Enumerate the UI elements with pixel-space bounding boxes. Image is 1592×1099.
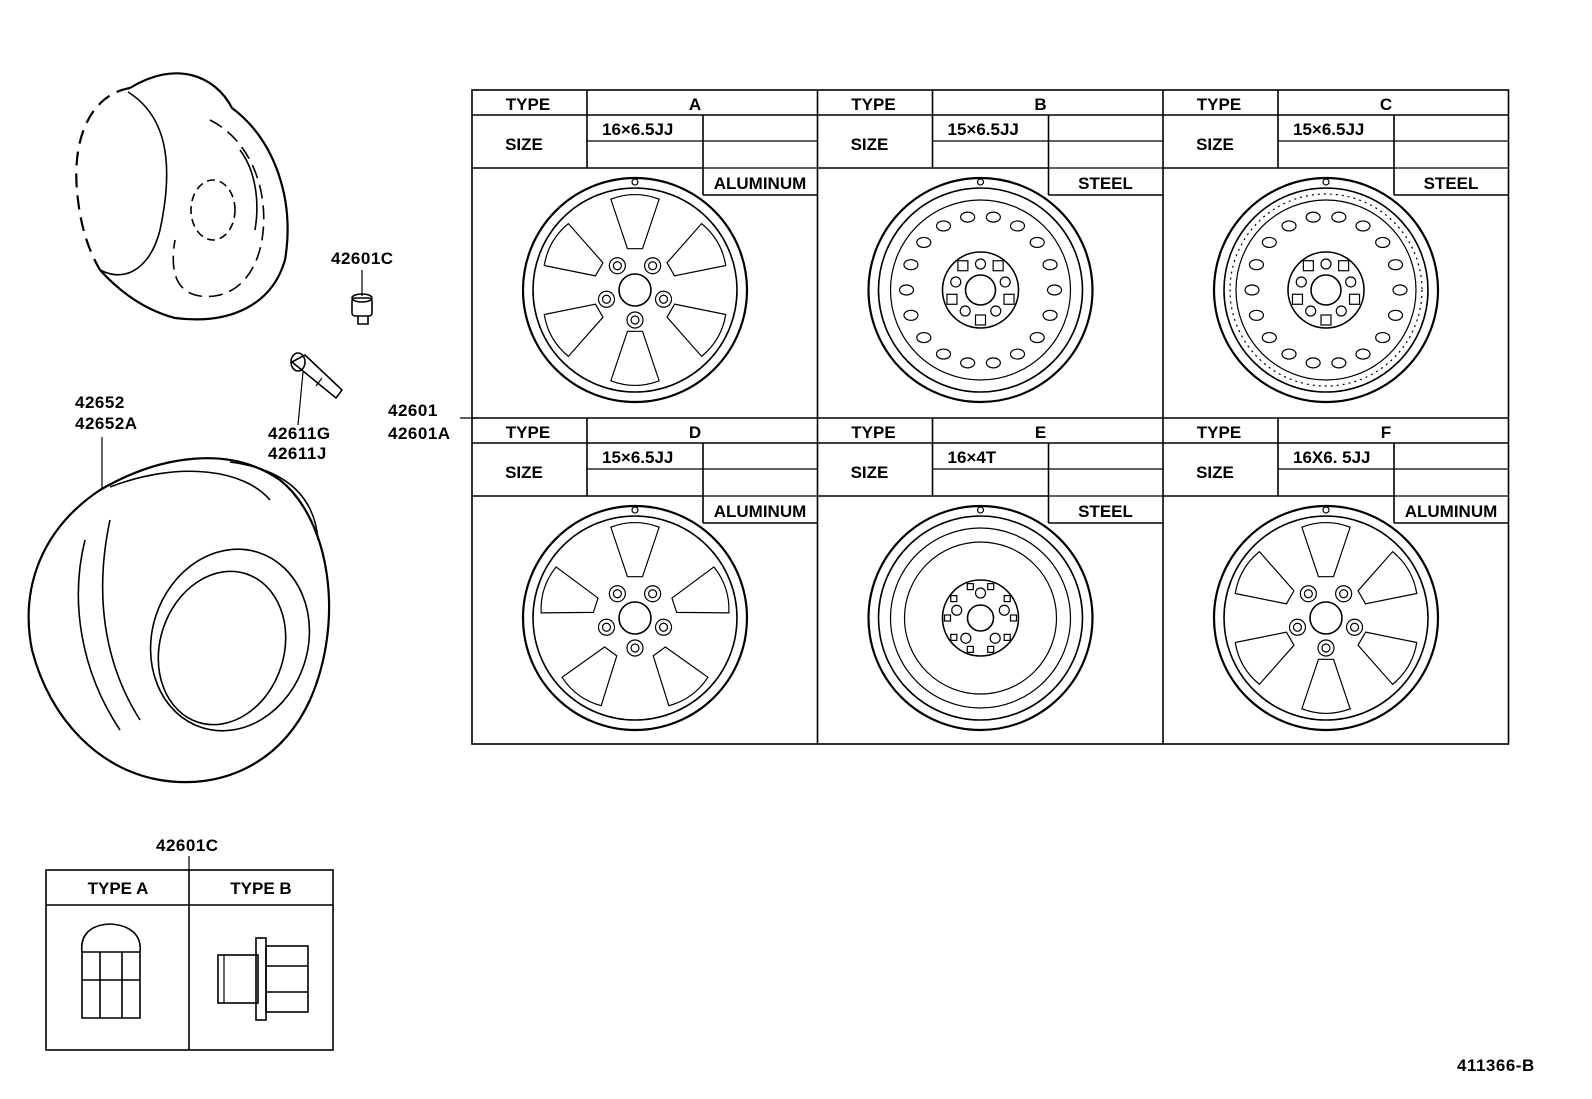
- type-value: E: [1035, 423, 1046, 442]
- wheel-aluminum-5hole-icon: [521, 176, 749, 404]
- type-label: TYPE: [1197, 95, 1241, 114]
- nut-type-b-label: TYPE B: [230, 879, 291, 898]
- type-value: F: [1381, 423, 1391, 442]
- material-value: ALUMINUM: [714, 174, 807, 193]
- wheel-table-frame: [471, 89, 1510, 745]
- callout-tire-2: 42652A: [75, 414, 138, 433]
- size-label: SIZE: [851, 463, 889, 482]
- type-label: TYPE: [1197, 423, 1241, 442]
- type-value: C: [1380, 95, 1392, 114]
- type-value: B: [1034, 95, 1046, 114]
- material-value: STEEL: [1078, 502, 1133, 521]
- material-value: ALUMINUM: [714, 502, 807, 521]
- wheel-cell-type-f: TYPE F SIZE 16X6. 5JJ ALUMINUM: [1163, 418, 1509, 732]
- wheel-cell-type-b: TYPE B SIZE 15×6.5JJ STEEL: [817, 90, 1163, 404]
- callout-wheel-2: 42601A: [388, 424, 451, 443]
- size-value: 15×6.5JJ: [948, 120, 1019, 139]
- type-value: D: [689, 423, 701, 442]
- size-label: SIZE: [1196, 135, 1234, 154]
- size-value: 16X6. 5JJ: [1293, 448, 1371, 467]
- callout-lug-nut: 42601C: [331, 249, 394, 268]
- wheel-aluminum-6spoke-icon: [1212, 504, 1440, 732]
- valve-stem-icon: [290, 352, 344, 400]
- wheel-cell-type-a: TYPE A SIZE 16×6.5JJ ALUMINUM: [472, 90, 818, 404]
- wheel-spare-icon: [867, 504, 1094, 732]
- material-value: STEEL: [1424, 174, 1479, 193]
- wheel-steel-icon: [1212, 176, 1440, 404]
- lug-nut-icon: [351, 293, 373, 325]
- size-label: SIZE: [1196, 463, 1234, 482]
- type-value: A: [689, 95, 701, 114]
- callout-wheel-1: 42601: [388, 401, 438, 420]
- size-value: 16×4T: [948, 448, 997, 467]
- tire-icon: [27, 457, 331, 784]
- wheel-cell-type-e: TYPE E SIZE 16×4T STEEL: [817, 418, 1163, 732]
- type-label: TYPE: [851, 423, 895, 442]
- material-value: STEEL: [1078, 174, 1133, 193]
- lug-nut-cap-icon: [81, 923, 141, 1019]
- drawing-code: 411366-B: [1457, 1056, 1535, 1075]
- wheel-type-table: TYPE A SIZE 16×6.5JJ ALUMINUM TYPE B SIZE 15×6.5…: [471, 89, 1510, 745]
- wheel-aluminum-spoke-icon: [521, 504, 749, 732]
- lug-nut-flange-icon: [217, 937, 309, 1021]
- size-label: SIZE: [851, 135, 889, 154]
- size-value: 15×6.5JJ: [602, 448, 673, 467]
- wheel-cell-type-c: TYPE C SIZE 15×6.5JJ STEEL: [1163, 90, 1509, 404]
- type-label: TYPE: [506, 423, 550, 442]
- nut-type-table: TYPE A TYPE B: [45, 869, 334, 1051]
- type-label: TYPE: [851, 95, 895, 114]
- size-label: SIZE: [505, 463, 543, 482]
- nut-type-a-label: TYPE A: [88, 879, 149, 898]
- callout-valve-1: 42611G: [268, 424, 331, 443]
- callout-valve-2: 42611J: [268, 444, 327, 463]
- wheel-cell-type-d: TYPE D SIZE 15×6.5JJ ALUMINUM: [472, 418, 818, 732]
- callout-tire-1: 42652: [75, 393, 125, 412]
- type-label: TYPE: [506, 95, 550, 114]
- size-label: SIZE: [505, 135, 543, 154]
- material-value: ALUMINUM: [1405, 502, 1498, 521]
- size-value: 16×6.5JJ: [602, 120, 673, 139]
- wheel-assembly-icon: [75, 72, 289, 321]
- wheel-steel-icon: [867, 176, 1094, 404]
- callout-nut-table: 42601C: [156, 836, 219, 855]
- size-value: 15×6.5JJ: [1293, 120, 1364, 139]
